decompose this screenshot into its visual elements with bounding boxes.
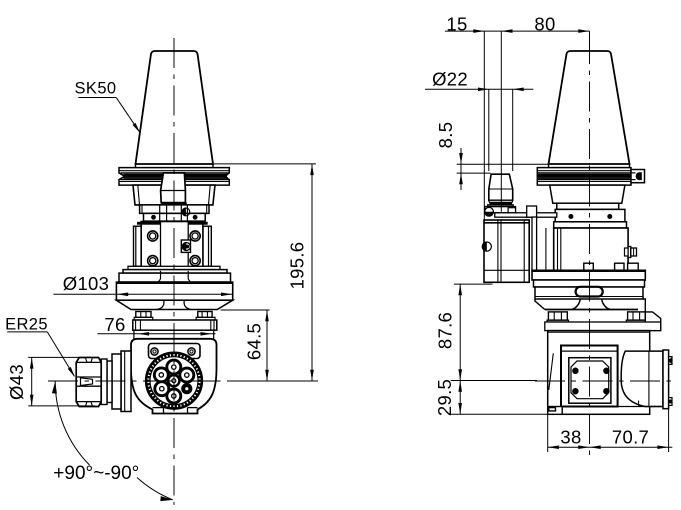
- svg-text:Ø22: Ø22: [432, 69, 468, 90]
- svg-text:+90°~-90°: +90°~-90°: [53, 463, 139, 484]
- svg-text:29.5: 29.5: [434, 379, 455, 416]
- svg-text:Ø103: Ø103: [63, 273, 109, 294]
- svg-text:38: 38: [560, 427, 581, 448]
- svg-text:SK50: SK50: [75, 80, 117, 98]
- svg-text:64.5: 64.5: [244, 323, 265, 360]
- svg-text:87.6: 87.6: [435, 312, 456, 349]
- svg-text:8.5: 8.5: [435, 122, 456, 149]
- svg-text:70.7: 70.7: [612, 427, 649, 448]
- svg-text:80: 80: [534, 14, 555, 35]
- svg-text:15: 15: [446, 14, 467, 35]
- svg-text:Ø43: Ø43: [6, 364, 27, 400]
- svg-text:ER25: ER25: [5, 316, 48, 334]
- svg-text:195.6: 195.6: [287, 242, 308, 290]
- svg-text:76: 76: [104, 314, 125, 335]
